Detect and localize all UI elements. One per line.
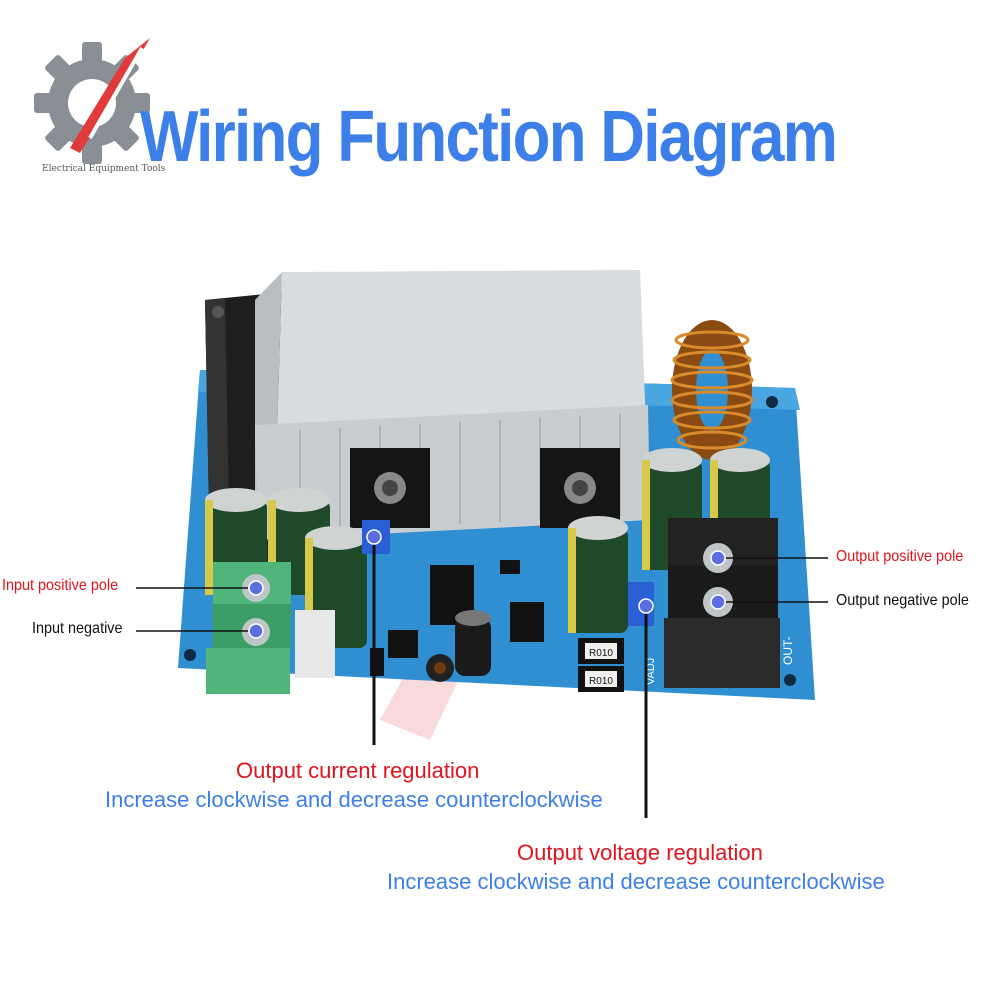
label-input-negative: Input negative xyxy=(32,620,123,637)
inductor-small xyxy=(426,654,454,682)
logo-text: Electrical Equipment Tools xyxy=(42,164,166,174)
page-title: Wiring Function Diagram xyxy=(140,97,838,177)
mosfet-left xyxy=(350,448,430,528)
mosfet-right xyxy=(540,448,620,528)
caption-current-title: Output current regulation xyxy=(236,758,480,783)
capacitor-small xyxy=(455,610,491,676)
caption-current-desc: Increase clockwise and decrease counterc… xyxy=(105,787,603,812)
label-output-positive: Output positive pole xyxy=(836,548,964,565)
resistor-1-marking: R010 xyxy=(589,648,613,659)
resistor-2-marking: R010 xyxy=(589,676,613,687)
toroid-inductor xyxy=(670,320,754,460)
label-output-negative: Output negative pole xyxy=(836,592,969,609)
shunt-resistors: R010 R010 xyxy=(578,638,624,692)
fan-connector xyxy=(295,610,335,678)
caption-voltage-title: Output voltage regulation xyxy=(517,840,763,865)
label-input-positive: Input positive pole xyxy=(2,577,119,594)
leader-lines xyxy=(136,557,828,632)
input-terminal-block xyxy=(206,562,291,694)
out-minus-marking: OUT- xyxy=(781,636,795,665)
vadj-marking: VADJ xyxy=(645,658,657,685)
callout-markers xyxy=(248,529,726,639)
caption-voltage-desc: Increase clockwise and decrease counterc… xyxy=(387,869,885,894)
logo-gear-icon xyxy=(34,38,150,164)
